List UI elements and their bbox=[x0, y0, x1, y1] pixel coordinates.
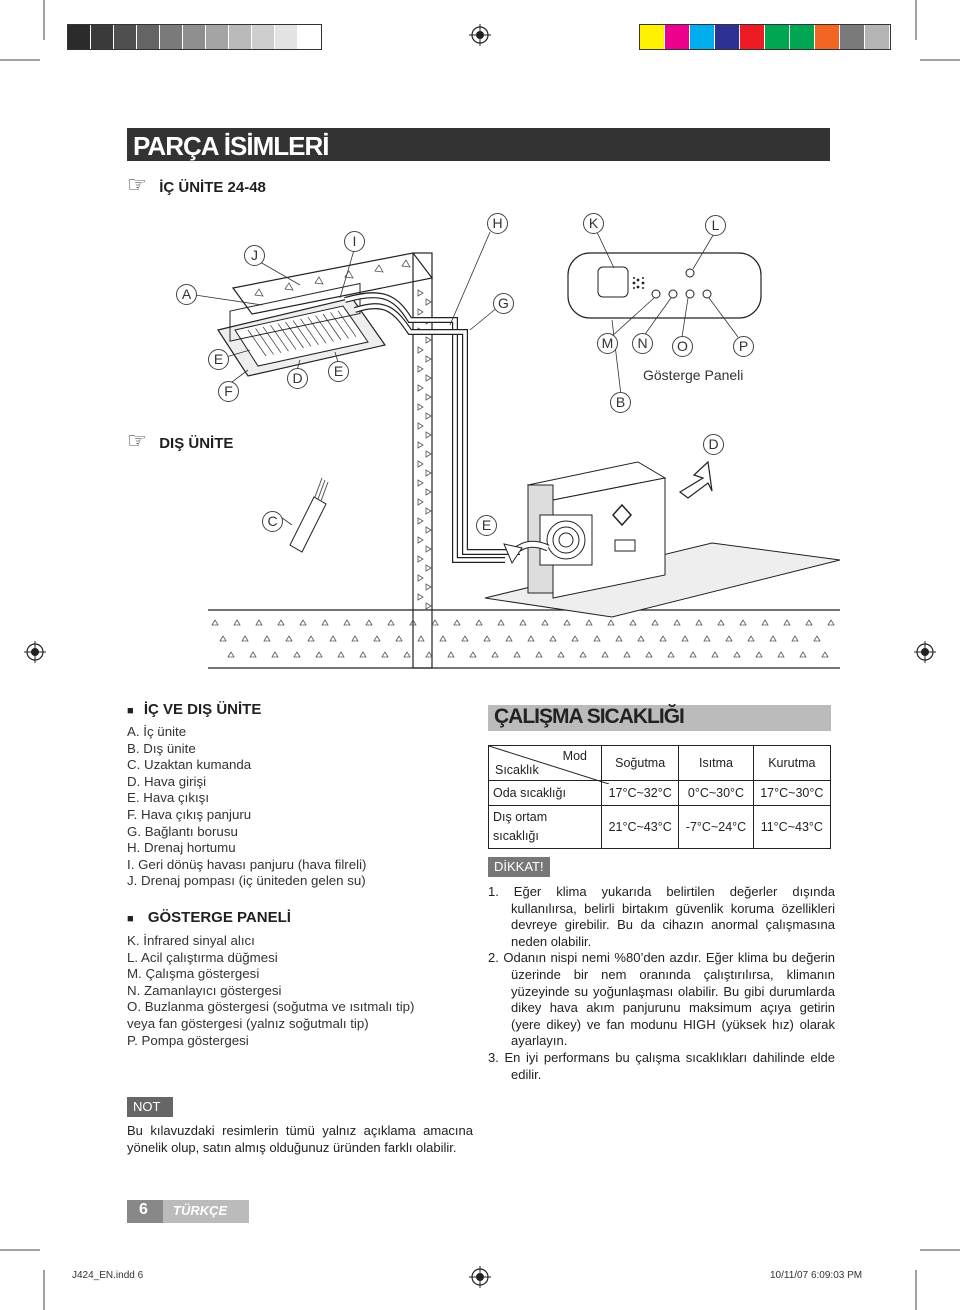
pointing-hand-icon: ☞ bbox=[127, 172, 147, 197]
panel-caption: Gösterge Paneli bbox=[643, 367, 744, 383]
list-item: H. Drenaj hortumu bbox=[127, 840, 236, 856]
file-name: J424_EN.indd 6 bbox=[72, 1270, 144, 1281]
installation-diagram bbox=[194, 229, 841, 669]
operating-heading: ÇALIŞMA SICAKLIĞI bbox=[494, 705, 685, 728]
grayscale-registration-bar bbox=[67, 24, 322, 50]
pointing-hand-icon: ☞ bbox=[127, 428, 147, 453]
registration-swatch bbox=[252, 25, 275, 49]
label-e-indoor-2: E bbox=[328, 361, 349, 382]
label-f: F bbox=[218, 381, 239, 402]
square-bullet-icon: ■ bbox=[127, 705, 134, 717]
label-k: K bbox=[583, 213, 604, 234]
list-item: F. Hava çıkış panjuru bbox=[127, 806, 252, 822]
warning-tag: DİKKAT! bbox=[488, 857, 550, 877]
label-b: B bbox=[610, 392, 631, 413]
list-item: A. İç ünite bbox=[127, 724, 187, 739]
label-l: L bbox=[705, 215, 726, 236]
label-e-indoor: E bbox=[208, 349, 229, 370]
registration-swatch bbox=[865, 25, 890, 49]
label-m: M bbox=[597, 333, 618, 354]
registration-swatch bbox=[840, 25, 865, 49]
operating-temperature-table: Mod Sıcaklık Soğutma Isıtma Kurutma Oda … bbox=[488, 745, 832, 849]
registration-swatch bbox=[715, 25, 740, 49]
label-d-outdoor: D bbox=[703, 434, 724, 455]
list-item: J. Drenaj pompası (iç üniteden gelen su) bbox=[127, 873, 366, 889]
label-e-outdoor: E bbox=[476, 515, 497, 536]
note-item: 1. Eğer klima yukarıda belirtilen değerl… bbox=[488, 884, 835, 949]
registration-swatch bbox=[91, 25, 114, 49]
page-number: 6 bbox=[139, 1201, 148, 1218]
list-item: E. Hava çıkışı bbox=[127, 790, 210, 806]
label-j: J bbox=[244, 245, 265, 266]
page-title: PARÇA İSİMLERİ bbox=[127, 128, 830, 161]
outdoor-heading: ☞ DIŞ ÜNİTE bbox=[127, 428, 234, 453]
operating-heading-band bbox=[488, 705, 831, 731]
label-h: H bbox=[487, 213, 508, 234]
label-c: C bbox=[262, 511, 283, 532]
color-registration-bar bbox=[639, 24, 891, 50]
registration-swatch bbox=[298, 25, 321, 49]
list-item: L. Acil çalıştırma düğmesi bbox=[127, 949, 278, 965]
panel-heading: ■ GÖSTERGE PANELİ bbox=[127, 909, 291, 926]
registration-swatch bbox=[183, 25, 206, 49]
label-i: I bbox=[344, 231, 365, 252]
label-n: N bbox=[632, 333, 653, 354]
registration-swatch bbox=[114, 25, 137, 49]
note-item: 3. En iyi performans bu çalışma sıcaklık… bbox=[488, 1049, 835, 1082]
list-item: K. İnfrared sinyal alıcı bbox=[127, 933, 255, 948]
registration-swatch bbox=[765, 25, 790, 49]
table-col-header: Kurutma bbox=[752, 745, 832, 781]
table-corner-cell: Mod Sıcaklık bbox=[488, 745, 609, 784]
table-col-header: Isıtma bbox=[678, 745, 754, 781]
registration-mark-icon bbox=[469, 24, 491, 46]
registration-swatch bbox=[229, 25, 252, 49]
label-g: G bbox=[493, 293, 514, 314]
label-o: O bbox=[672, 336, 693, 357]
label-a: A bbox=[176, 284, 197, 305]
registration-swatch bbox=[790, 25, 815, 49]
registration-mark-icon bbox=[469, 1266, 491, 1288]
list-item: B. Dış ünite bbox=[127, 740, 196, 756]
units-heading: ■ İÇ VE DIŞ ÜNİTE bbox=[127, 701, 262, 718]
registration-swatch bbox=[665, 25, 690, 49]
table-col-header: Soğutma bbox=[600, 745, 680, 781]
label-d-indoor: D bbox=[287, 368, 308, 389]
list-item: C. Uzaktan kumanda bbox=[127, 757, 252, 773]
list-item: M. Çalışma göstergesi bbox=[127, 966, 260, 982]
language-label: TÜRKÇE bbox=[173, 1203, 228, 1218]
registration-swatch bbox=[740, 25, 765, 49]
square-bullet-icon: ■ bbox=[127, 913, 134, 925]
warning-notes: 1. Eğer klima yukarıda belirtilen değerl… bbox=[488, 884, 835, 1083]
registration-swatch bbox=[206, 25, 229, 49]
registration-mark-icon bbox=[914, 641, 936, 663]
print-timestamp: 10/11/07 6:09:03 PM bbox=[770, 1270, 863, 1281]
list-item: N. Zamanlayıcı göstergesi bbox=[127, 982, 282, 998]
registration-swatch bbox=[160, 25, 183, 49]
label-p: P bbox=[733, 336, 754, 357]
note-text: Bu kılavuzdaki resimlerin tümü yalnız aç… bbox=[127, 1123, 473, 1155]
registration-swatch bbox=[640, 25, 665, 49]
list-item: veya fan göstergesi (yalnız soğutmalı ti… bbox=[127, 1015, 369, 1031]
list-item: O. Buzlanma göstergesi (soğutma ve ısıtm… bbox=[127, 999, 415, 1015]
registration-swatch bbox=[275, 25, 298, 49]
list-item: G. Bağlantı borusu bbox=[127, 823, 238, 839]
registration-swatch bbox=[68, 25, 91, 49]
list-item: I. Geri dönüş havası panjuru (hava filre… bbox=[127, 856, 367, 872]
registration-mark-icon bbox=[24, 641, 46, 663]
indoor-heading: ☞ İÇ ÜNİTE 24-48 bbox=[127, 172, 266, 197]
table-row: Oda sıcaklığı 17°C~32°C 0°C~30°C 17°C~30… bbox=[488, 780, 832, 806]
note-tag: NOT bbox=[127, 1097, 173, 1117]
registration-swatch bbox=[815, 25, 840, 49]
note-item: 2. Odanın nispi nemi %80’den azdır. Eğer… bbox=[488, 950, 835, 1049]
registration-swatch bbox=[690, 25, 715, 49]
registration-swatch bbox=[137, 25, 160, 49]
list-item: P. Pompa göstergesi bbox=[127, 1032, 249, 1048]
list-item: D. Hava girişi bbox=[127, 773, 207, 789]
